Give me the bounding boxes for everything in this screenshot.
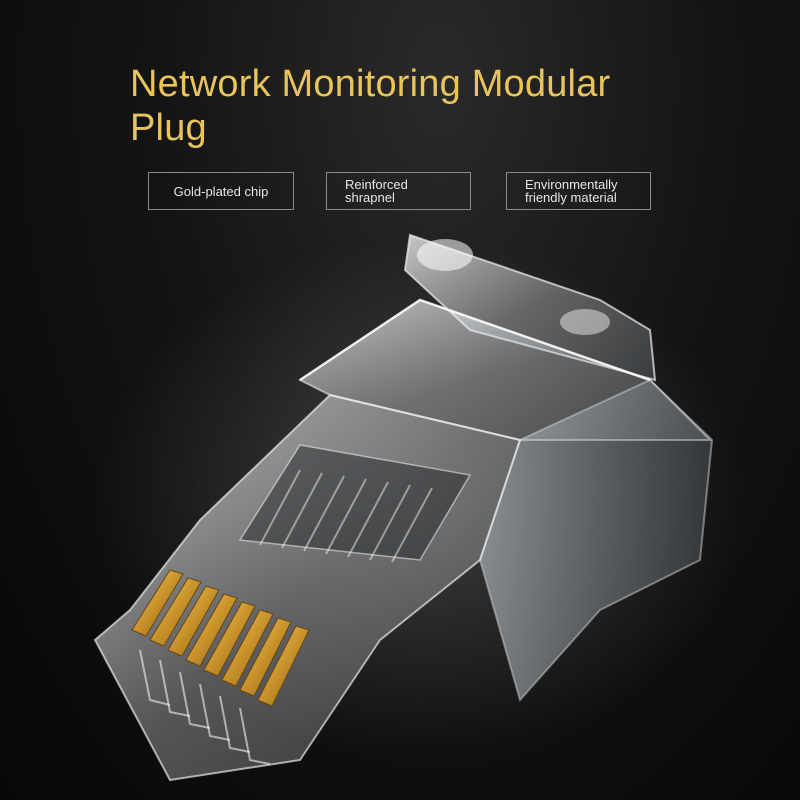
feature-reinforced-shrapnel: Reinforced shrapnel bbox=[326, 172, 471, 210]
feature-gold-plated-chip: Gold-plated chip bbox=[148, 172, 294, 210]
cavity-ribs bbox=[259, 469, 433, 563]
page-title: Network Monitoring Modular Plug bbox=[130, 63, 611, 149]
feature-label: Gold-plated chip bbox=[173, 183, 269, 199]
latch-highlight bbox=[417, 239, 473, 271]
edge-highlight bbox=[299, 298, 651, 382]
gold-contacts bbox=[131, 569, 310, 707]
feature-label: Reinforced shrapnel bbox=[345, 177, 408, 205]
plug-cavity bbox=[238, 444, 472, 561]
plug-latch bbox=[403, 233, 657, 382]
feature-eco-material: Environmentally friendly material bbox=[506, 172, 651, 210]
lower-prongs bbox=[139, 649, 271, 765]
feature-label: Environmentally friendly material bbox=[525, 177, 618, 205]
plug-front-face bbox=[93, 393, 522, 782]
latch-highlight-2 bbox=[560, 309, 610, 335]
